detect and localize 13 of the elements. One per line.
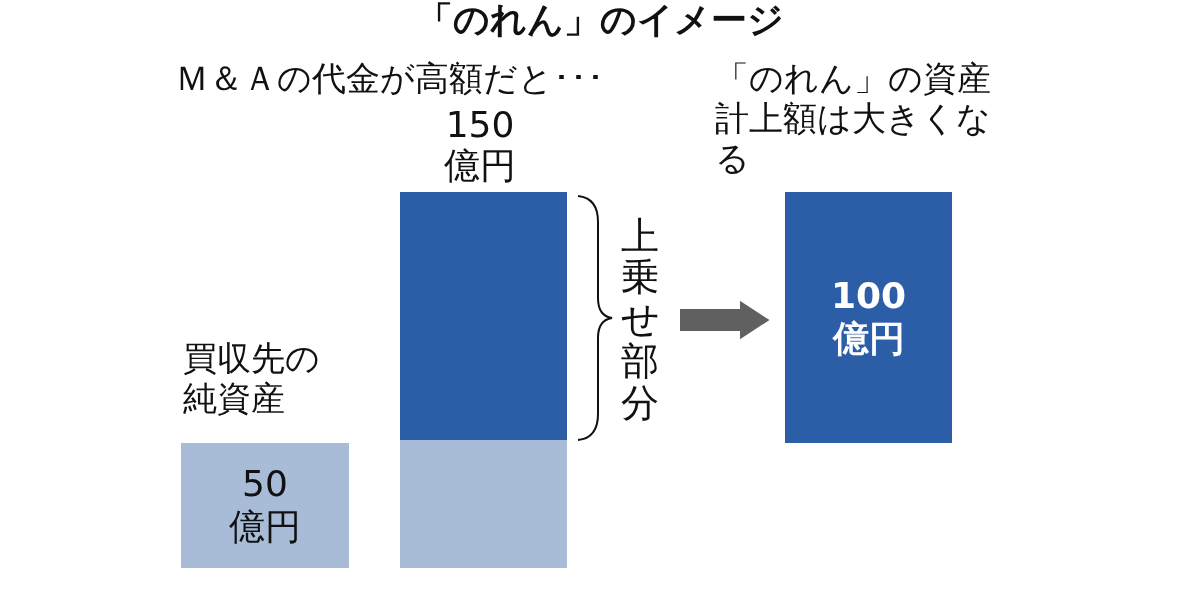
title: 「のれん」のイメージ — [415, 0, 785, 40]
caption-text: 買収先の純資産 — [183, 338, 321, 419]
caption-text: 「のれん」の資産計上額は大きくなる — [715, 58, 992, 179]
value-box — [181, 443, 349, 568]
bar-segment — [400, 440, 567, 568]
value-label: 100億円 — [829, 275, 908, 360]
caption-text: 150億円 — [443, 104, 517, 187]
vertical-label: 上乗せ部分 — [621, 215, 659, 425]
note-text: Ｍ＆Ａの代金が高額だと･･･ — [175, 58, 605, 99]
bar-segment — [400, 192, 567, 440]
arrow — [680, 300, 770, 340]
value-label: 50億円 — [228, 463, 302, 548]
value-box — [785, 192, 952, 443]
